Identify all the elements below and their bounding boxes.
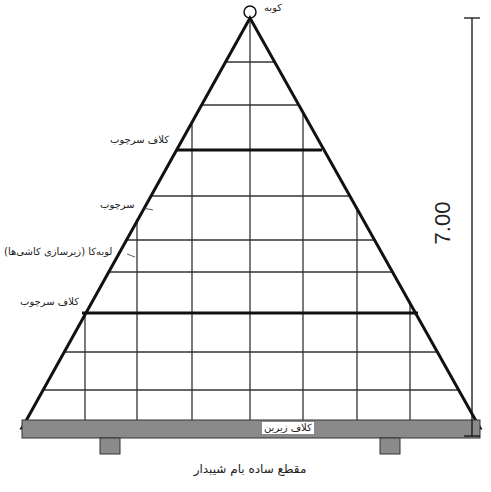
caption: مقطع ساده بام شیبدار	[191, 462, 310, 476]
dimension-value: 7.00	[430, 202, 456, 245]
support	[380, 438, 400, 454]
leader-line	[127, 208, 153, 257]
tie-beam-label: کلاف سرچوب	[108, 134, 171, 146]
rafter-outline	[22, 18, 480, 428]
base-beam	[22, 420, 480, 438]
ridge-label: کوبه	[262, 2, 284, 14]
tie-beam	[82, 312, 418, 315]
support	[100, 438, 120, 454]
tie-beam	[176, 149, 322, 152]
tie-beam-label: کلاف سرچوب	[18, 296, 81, 308]
rafter-label: سرچوب	[98, 199, 137, 211]
ridge-cap	[244, 6, 256, 18]
base-beam-label: کلاف زیرین	[262, 422, 314, 434]
dimension-line	[464, 18, 480, 436]
batten-label: لوبه‌کا (زیرسازی کاشی‌ها)	[2, 246, 114, 258]
tile-grid	[0, 0, 491, 430]
